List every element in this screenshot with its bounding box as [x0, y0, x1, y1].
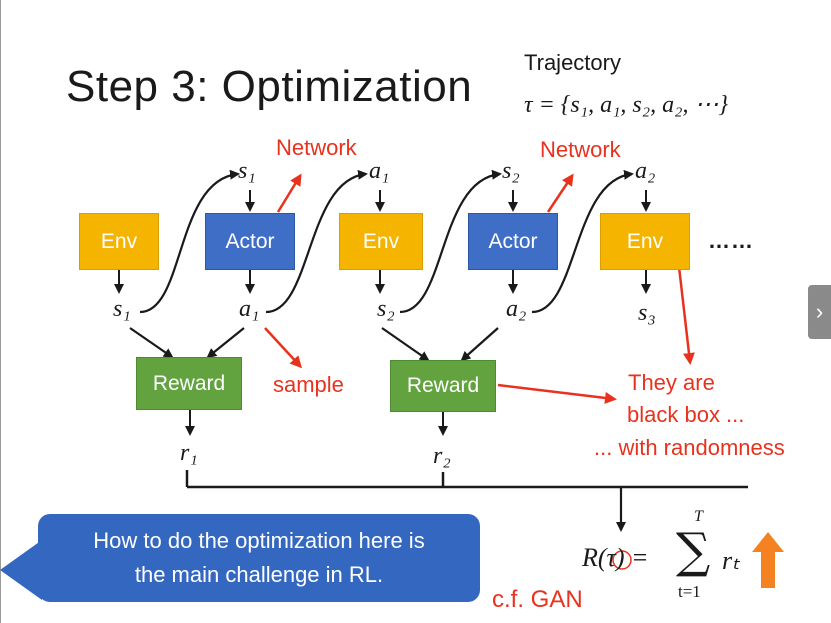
symbol-r1: r₁	[180, 440, 198, 466]
reward-sum-lhs: R(τ) =	[582, 543, 649, 572]
arrow-up-icon	[752, 532, 784, 588]
next-slide-button[interactable]: ›	[808, 285, 831, 339]
sum-lower-limit: t=1	[678, 582, 701, 601]
label-black-box-line1: They are	[628, 370, 715, 395]
trajectory-label: Trajectory	[524, 50, 621, 75]
arrow-s1-reward1	[129, 327, 174, 359]
curve-s2-to-actor2	[399, 169, 502, 314]
arrow-a2-reward2	[460, 327, 499, 362]
symbol-r2: r₂	[433, 443, 451, 469]
env-box-1: Env	[79, 213, 159, 270]
sum-term: rₜ	[722, 546, 740, 575]
symbol-a1-top: a₁	[369, 158, 390, 184]
label-cf-gan: c.f. GAN	[492, 586, 583, 613]
callout-tail	[0, 540, 42, 600]
actor-box-1: Actor	[205, 213, 295, 270]
symbol-s3-bottom: s₃	[638, 300, 656, 326]
symbol-s2-top: s₂	[502, 158, 520, 184]
symbol-a1-bottom: a₁	[239, 296, 260, 322]
sigma-symbol: ∑	[676, 523, 711, 579]
reward-box-2: Reward	[390, 360, 496, 412]
label-network-1: Network	[276, 135, 357, 160]
sum-upper-limit: T	[694, 508, 703, 525]
env-box-3: Env	[600, 213, 690, 270]
trajectory-formula: τ = {s₁, a₁, s₂, a₂, ⋯}	[524, 92, 729, 118]
reward-box-1: Reward	[136, 357, 242, 410]
callout-line-1: How to do the optimization here is	[93, 528, 425, 553]
red-arrow-env-blackbox	[676, 257, 695, 365]
red-arrow-reward-blackbox	[497, 383, 617, 404]
callout-line-2: the main challenge in RL.	[134, 562, 384, 587]
tau-highlight-circle	[612, 550, 632, 570]
actor-box-2: Actor	[468, 213, 558, 270]
red-arrow-network1	[276, 173, 302, 213]
curve-a1-to-env2	[265, 169, 368, 314]
symbol-a2-bottom: a₂	[506, 296, 527, 322]
env-box-2: Env	[339, 213, 423, 270]
label-black-box-line2: black box ...	[627, 402, 745, 427]
label-network-2: Network	[540, 137, 621, 162]
callout-box: How to do the optimization here is the m…	[38, 514, 480, 602]
red-arrow-network2	[546, 173, 574, 213]
symbol-s2-bottom: s₂	[377, 296, 395, 322]
arrow-a1-reward1	[206, 327, 245, 359]
label-sample: sample	[273, 372, 344, 397]
label-black-box-line3: ... with randomness	[594, 435, 785, 460]
continuation-ellipsis: ……	[708, 228, 754, 253]
red-arrow-sample	[264, 327, 303, 369]
slide-title: Step 3: Optimization	[66, 62, 473, 111]
chevron-right-icon: ›	[815, 299, 824, 324]
symbol-s1-top: s₁	[238, 158, 256, 184]
symbol-a2-top: a₂	[635, 158, 656, 184]
slide-left-border	[0, 0, 1, 623]
arrow-s2-reward2	[381, 327, 430, 362]
symbol-s1-bottom: s₁	[113, 296, 131, 322]
curve-s1-to-actor1	[139, 169, 240, 314]
curve-a2-to-env3	[531, 169, 634, 314]
